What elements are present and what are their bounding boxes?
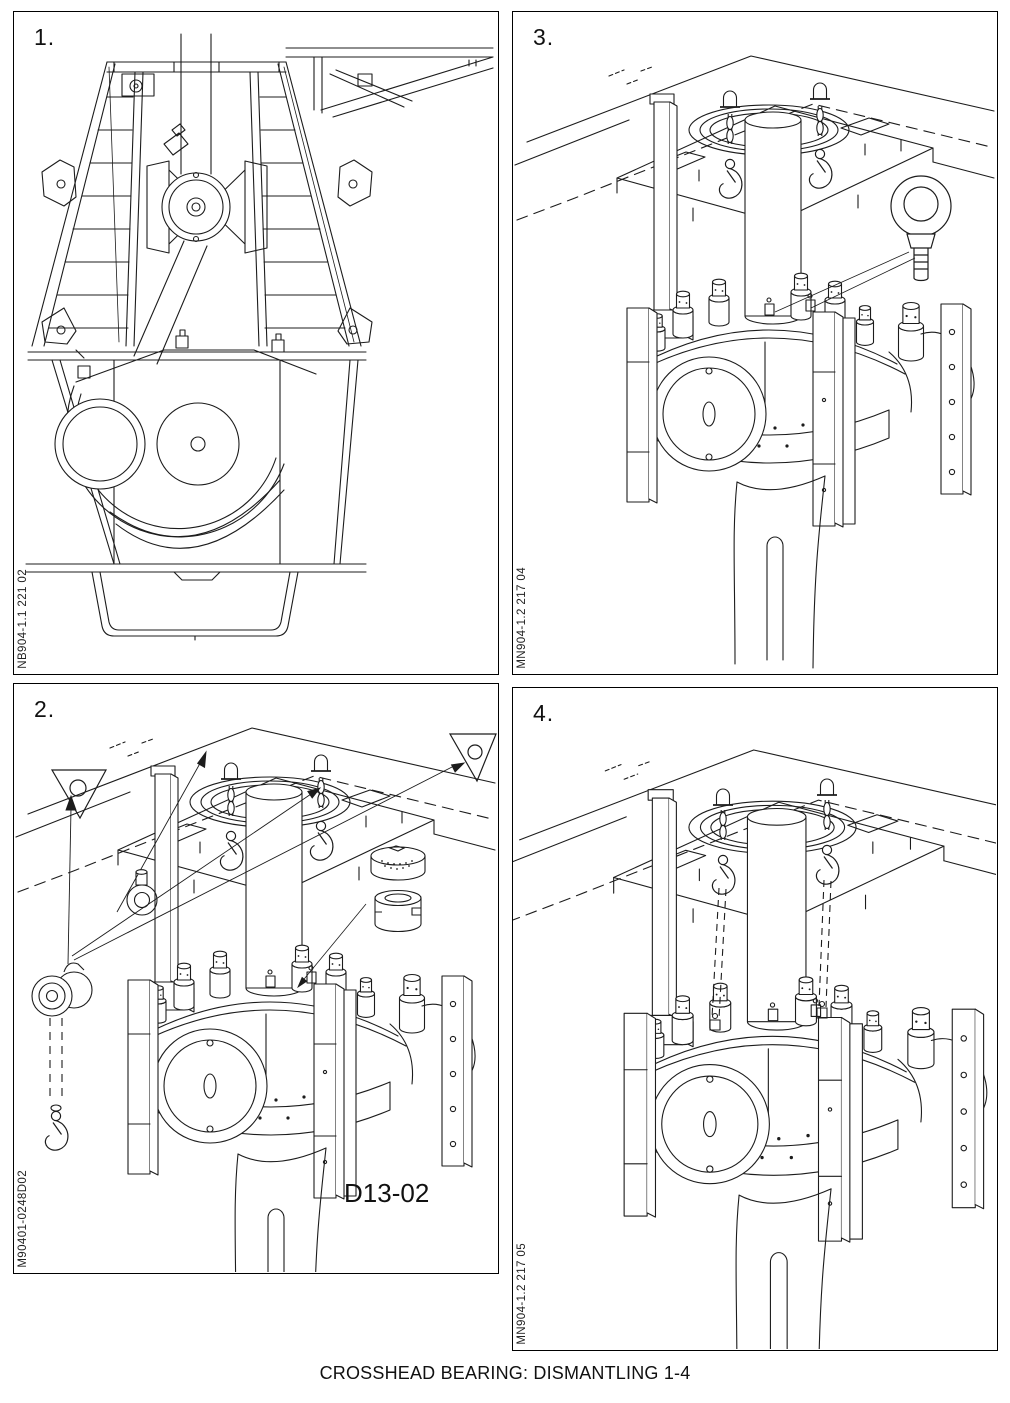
reference-arrows (66, 752, 464, 964)
shackle-pins (710, 1002, 827, 1031)
figure-panel-1: 1. NB904-1.1 221 02 (13, 11, 499, 675)
split-bushing-part (375, 891, 421, 932)
crankcase-front-view-drawing (14, 12, 497, 673)
frame-columns (32, 62, 372, 346)
tool-part-label: D13-02 (344, 1178, 430, 1208)
figure-number: 1. (34, 24, 56, 50)
figure-panel-4: 4. MN904-1.2 217 05 (512, 687, 998, 1351)
leader-line (298, 904, 366, 987)
crankcase-housing (28, 330, 366, 564)
hoist-hook-icon (44, 1110, 69, 1151)
figure-number: 3. (533, 24, 555, 50)
figure-reference-code: MN904-1.2 217 04 (516, 567, 528, 669)
crosshead-lifting-drawing (513, 688, 996, 1349)
figure-panel-2: D13-02 2. M90401-0248D02 (13, 683, 499, 1274)
leader-lines (775, 252, 915, 312)
frame-top-beam (107, 34, 372, 174)
figure-number: 2. (34, 696, 56, 722)
figure-panel-3: 3. MN904-1.2 217 04 (512, 11, 998, 675)
chain-hook-left-icon (711, 788, 736, 895)
chain-hook-right-icon (815, 778, 840, 885)
gallery-bracket (286, 48, 493, 117)
page-caption: CROSSHEAD BEARING: DISMANTLING 1-4 (319, 1363, 691, 1383)
chain-block-icon (32, 963, 92, 1111)
shackle-pin-part (127, 870, 157, 915)
figure-reference-code: NB904-1.1 221 02 (17, 569, 29, 669)
figure-number: 4. (533, 700, 555, 726)
lifting-chains (712, 880, 831, 1019)
lifting-lug-right (450, 734, 496, 781)
chain-hook-right-icon (309, 754, 334, 861)
piston-rod-hooks-drawing (513, 12, 996, 673)
chain-hook-right-icon (808, 82, 833, 189)
oil-pan (26, 564, 366, 640)
figure-reference-code: M90401-0248D02 (17, 1170, 29, 1268)
crosshead-assembly (134, 124, 267, 364)
round-nut-part (371, 846, 425, 880)
lifting-tools-exploded-drawing (14, 684, 497, 1272)
eyebolt-icon (891, 176, 951, 281)
figure-reference-code: MN904-1.2 217 05 (516, 1243, 528, 1345)
lifting-lug-left (52, 770, 106, 818)
